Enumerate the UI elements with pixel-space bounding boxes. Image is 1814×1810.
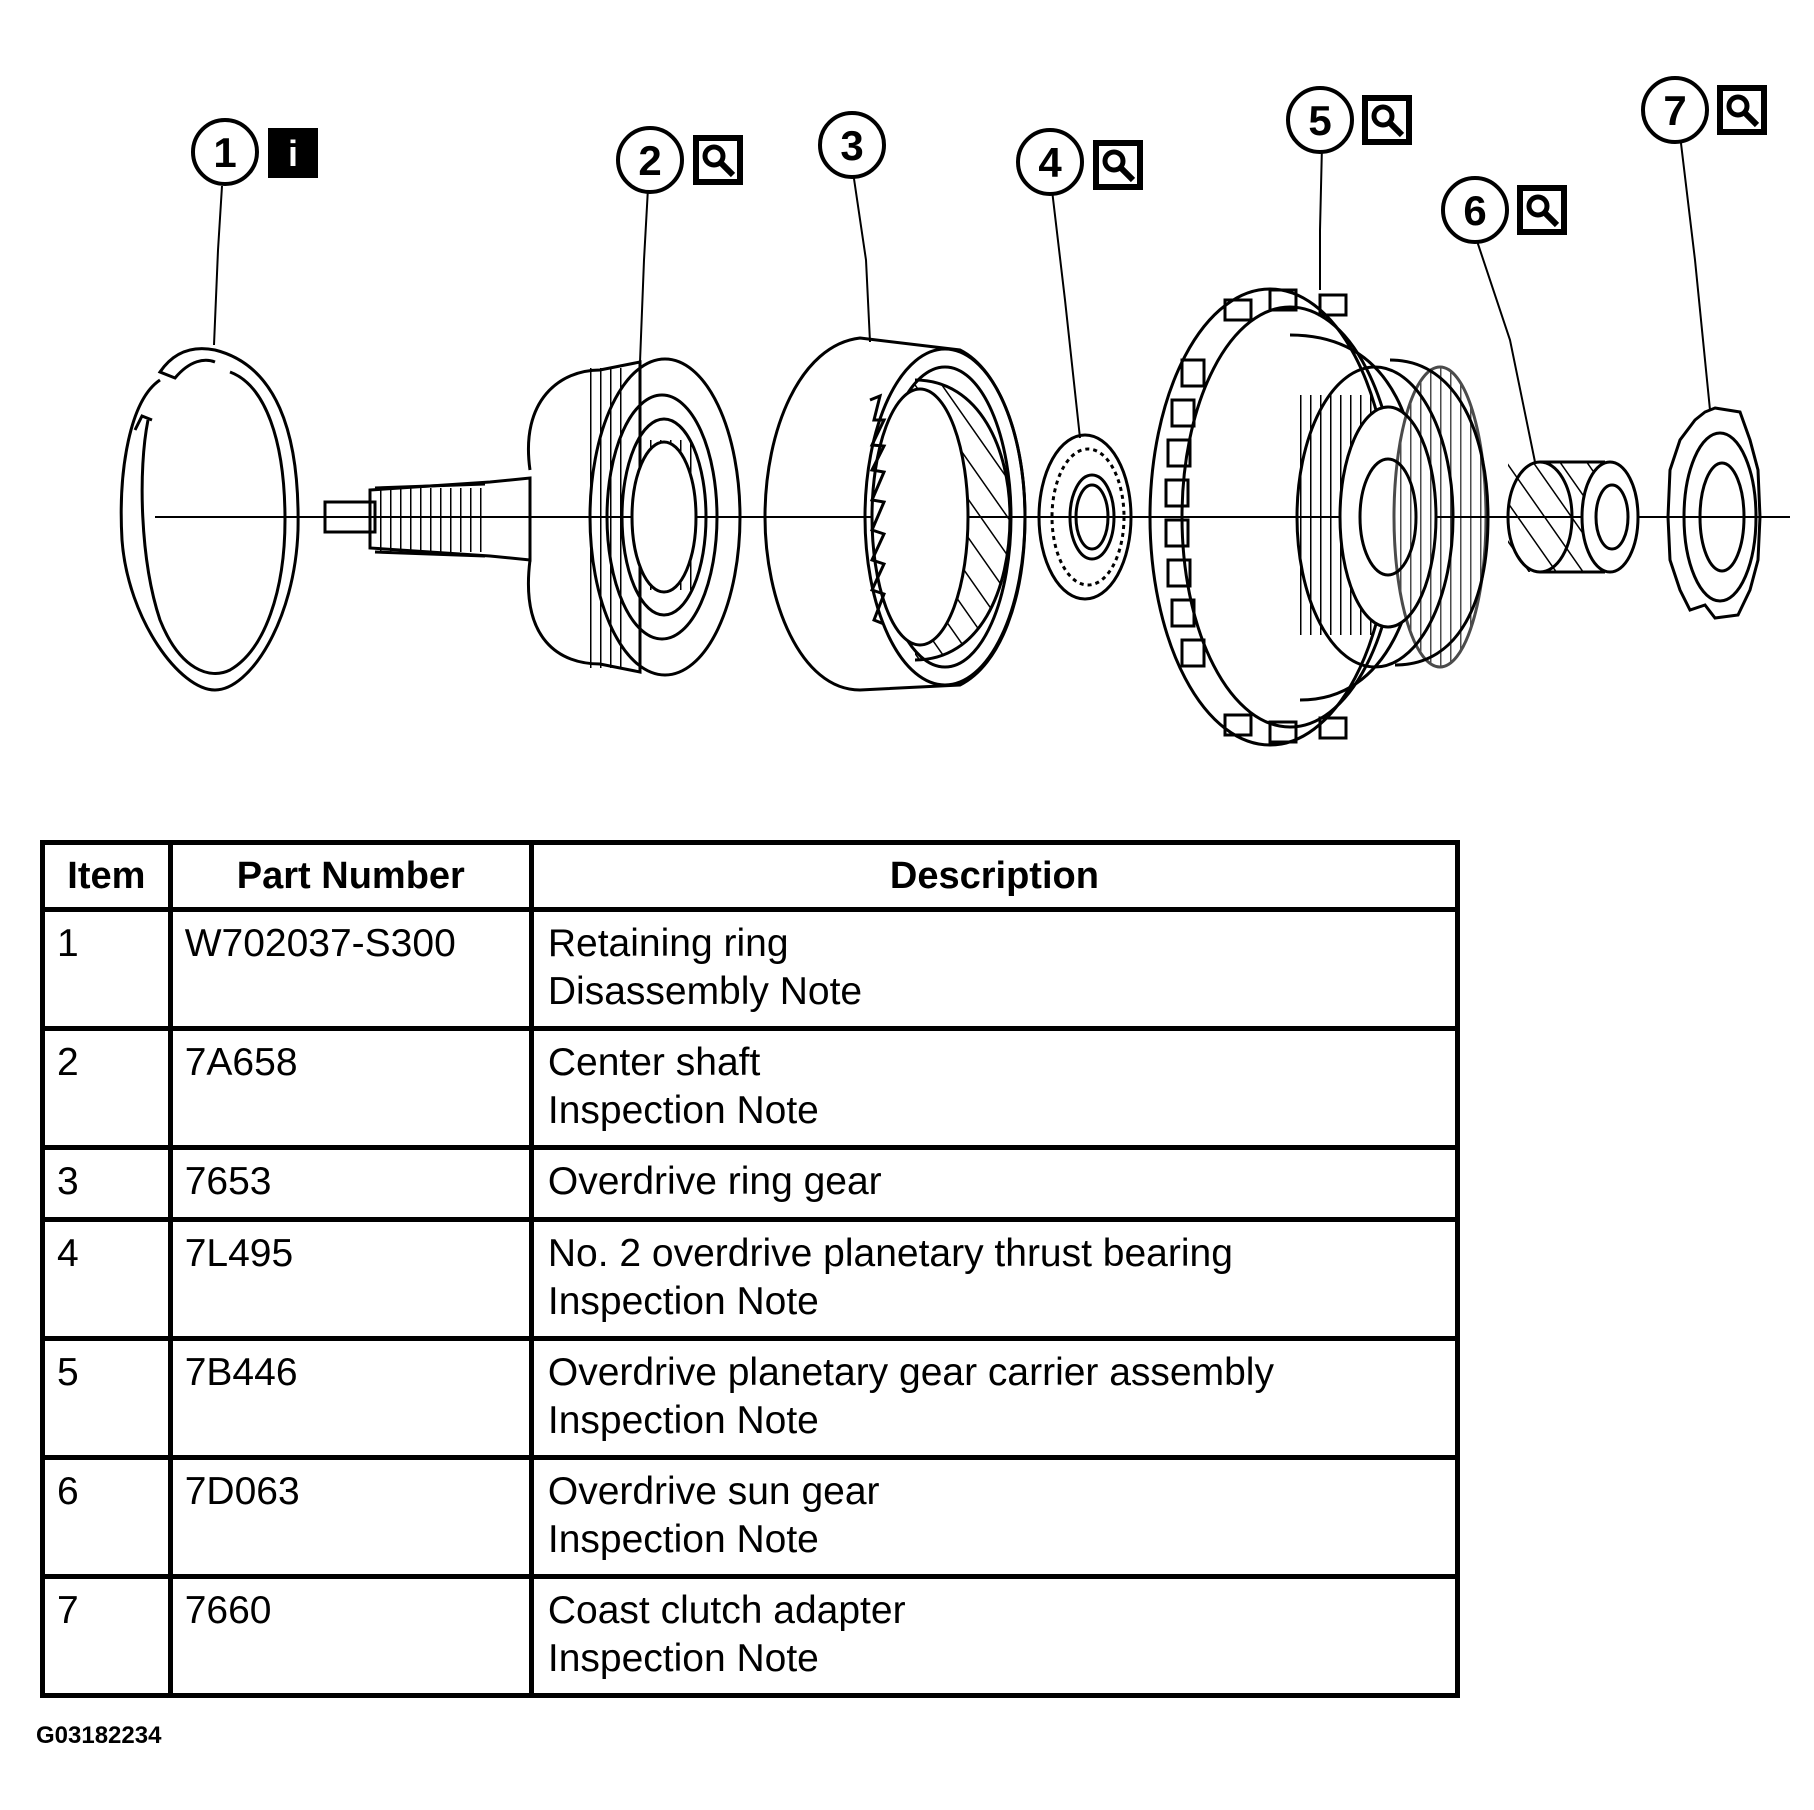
callout-6-label: 6 [1463, 187, 1486, 234]
item-cell: 3 [40, 1145, 173, 1222]
item-cell: 2 [40, 1026, 173, 1150]
header-description: Description [528, 840, 1461, 912]
note-link[interactable]: Inspection Note [547, 1399, 819, 1442]
callout-7-label: 7 [1663, 87, 1686, 134]
inspect-icon[interactable] [693, 135, 743, 185]
inspect-icon[interactable] [1093, 140, 1143, 190]
part-number-cell: 7B446 [167, 1336, 534, 1460]
description-text: Center shaft [547, 1041, 761, 1084]
table-row: 2 7A658 Center shaft Inspection Note [40, 1026, 1461, 1150]
item-cell: 7 [40, 1574, 173, 1698]
table-row: 4 7L495 No. 2 overdrive planetary thrust… [40, 1217, 1461, 1341]
info-icon[interactable] [268, 128, 318, 178]
header-part-number: Part Number [167, 840, 534, 912]
callout-2: 2 [616, 126, 743, 194]
callout-5-label: 5 [1308, 97, 1331, 144]
description-text: Overdrive ring gear [547, 1160, 882, 1203]
description-text: Coast clutch adapter [547, 1589, 906, 1632]
planetary-carrier-part [1148, 287, 1490, 747]
description-cell: Center shaft Inspection Note [528, 1026, 1461, 1150]
callout-5: 5 [1286, 86, 1412, 154]
description-cell: No. 2 overdrive planetary thrust bearing… [528, 1217, 1461, 1341]
info-icon-glyph: i [288, 133, 298, 174]
item-cell: 6 [40, 1455, 173, 1579]
description-cell: Overdrive planetary gear carrier assembl… [528, 1336, 1461, 1460]
description-cell: Coast clutch adapter Inspection Note [528, 1574, 1461, 1698]
callout-7: 7 [1641, 76, 1767, 144]
callout-4: 4 [1016, 128, 1143, 196]
leader-lines [213, 134, 1711, 463]
table-header-row: Item Part Number Description [40, 840, 1461, 912]
note-link[interactable]: Inspection Note [547, 1089, 819, 1132]
callout-3: 3 [818, 111, 886, 179]
part-number-cell: 7L495 [167, 1217, 534, 1341]
inspect-icon[interactable] [1362, 95, 1412, 145]
callout-1-label: 1 [213, 129, 236, 176]
table-row: 3 7653 Overdrive ring gear [40, 1145, 1461, 1222]
description-cell: Overdrive ring gear [528, 1145, 1461, 1222]
description-text: No. 2 overdrive planetary thrust bearing [547, 1232, 1233, 1275]
header-item: Item [40, 840, 173, 912]
thrust-bearing-part [1037, 433, 1133, 601]
figure-code: G03182234 [36, 1722, 162, 1749]
table-row: 1 W702037-S300 Retaining ring Disassembl… [40, 907, 1461, 1031]
description-cell: Retaining ring Disassembly Note [528, 907, 1461, 1031]
exploded-view-diagram: 1 i 2 3 4 5 [119, 76, 1790, 747]
callout-1: 1 i [191, 118, 318, 186]
part-number-cell: 7D063 [167, 1455, 534, 1579]
callout-4-label: 4 [1038, 139, 1062, 186]
description-text: Overdrive planetary gear carrier assembl… [547, 1351, 1274, 1394]
callout-6: 6 [1441, 176, 1567, 244]
part-number-cell: W702037-S300 [167, 907, 534, 1031]
callout-3-label: 3 [840, 122, 863, 169]
part-number-cell: 7660 [167, 1574, 534, 1698]
item-cell: 1 [40, 907, 173, 1031]
note-link[interactable]: Inspection Note [547, 1518, 819, 1561]
description-text: Retaining ring [547, 922, 789, 965]
note-link[interactable]: Disassembly Note [547, 970, 863, 1013]
item-cell: 5 [40, 1336, 173, 1460]
retaining-ring-part [119, 347, 300, 692]
table-row: 7 7660 Coast clutch adapter Inspection N… [40, 1574, 1461, 1698]
inspect-icon[interactable] [1517, 185, 1567, 235]
parts-table: Item Part Number Description 1 W702037-S… [40, 840, 1461, 1698]
note-link[interactable]: Inspection Note [547, 1637, 819, 1680]
item-cell: 4 [40, 1217, 173, 1341]
part-number-cell: 7A658 [167, 1026, 534, 1150]
center-shaft-part [323, 357, 742, 677]
inspect-icon[interactable] [1717, 85, 1767, 135]
table-row: 6 7D063 Overdrive sun gear Inspection No… [40, 1455, 1461, 1579]
callout-2-label: 2 [638, 137, 661, 184]
description-cell: Overdrive sun gear Inspection Note [528, 1455, 1461, 1579]
note-link[interactable]: Inspection Note [547, 1280, 819, 1323]
overdrive-ring-gear-part [763, 336, 1027, 692]
table-row: 5 7B446 Overdrive planetary gear carrier… [40, 1336, 1461, 1460]
description-text: Overdrive sun gear [547, 1470, 880, 1513]
coast-clutch-adapter-part [1666, 406, 1762, 620]
part-number-cell: 7653 [167, 1145, 534, 1222]
sun-gear-part [1506, 460, 1640, 574]
